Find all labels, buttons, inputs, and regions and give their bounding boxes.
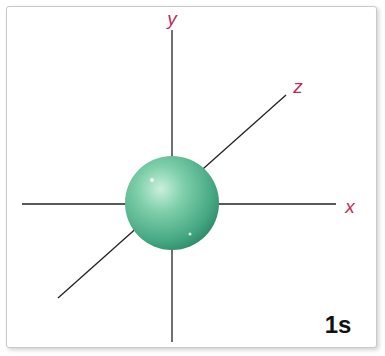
axis-label: y (167, 9, 177, 28)
orbital-name: 1s (325, 313, 352, 337)
axis-label: z (293, 77, 303, 96)
highlight (189, 233, 192, 236)
axis-label: x (345, 197, 355, 216)
z-axis (58, 95, 286, 298)
highlight (150, 178, 154, 182)
s-orbital-sphere (125, 156, 219, 250)
